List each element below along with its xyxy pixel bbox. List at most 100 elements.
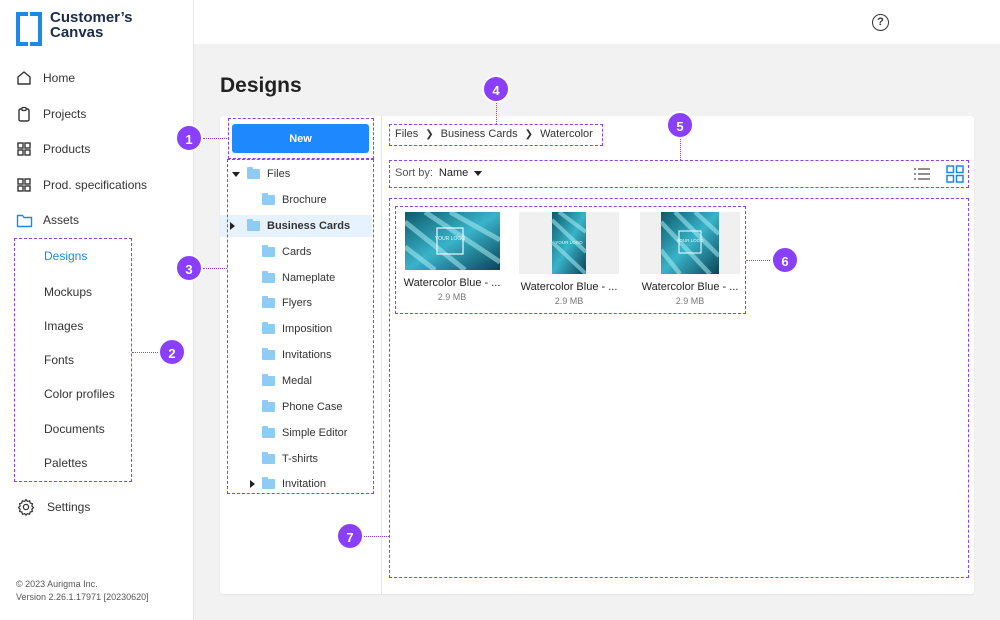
tree-label: Cards [282, 246, 312, 258]
design-thumbnail: YOUR LOGO [519, 212, 619, 274]
tree-label: T-shirts [282, 453, 319, 465]
folder-icon [262, 271, 275, 283]
page-title: Designs [220, 74, 302, 97]
footer: © 2023 Aurigma Inc. Version 2.26.1.17971… [16, 578, 149, 604]
callout-leader [680, 139, 681, 160]
file-card[interactable]: YOUR LOGO Watercolor Blue - ... 2.9 MB [397, 212, 507, 302]
nav-item-products[interactable]: Products [0, 134, 193, 164]
tree-item-selected[interactable]: Business Cards [220, 215, 372, 237]
caret-right-icon[interactable] [230, 222, 235, 230]
file-size: 2.9 MB [437, 292, 467, 302]
subnav-item-mockups[interactable]: Mockups [44, 285, 93, 299]
file-size: 2.9 MB [554, 296, 584, 306]
folder-icon [247, 167, 260, 179]
folder-icon [15, 211, 33, 229]
tree-label: Imposition [282, 323, 333, 335]
file-size: 2.9 MB [675, 296, 705, 306]
callout-badge-4: 4 [482, 75, 510, 103]
callout-region-7 [389, 198, 969, 578]
sort-dropdown[interactable]: Name [438, 167, 469, 179]
tree-label: Simple Editor [282, 427, 348, 439]
brand-logo[interactable]: Customer’s Canvas [16, 10, 150, 46]
callout-leader [132, 352, 160, 353]
version-text: Version 2.26.1.17971 [20230620] [16, 592, 149, 602]
grid-view-icon[interactable] [946, 165, 964, 183]
tree-label: Medal [282, 375, 312, 387]
callout-region-1 [228, 118, 374, 159]
brand-mark-icon [16, 12, 42, 46]
list-view-icon[interactable] [913, 166, 931, 182]
tree-item[interactable]: Invitations [262, 344, 372, 366]
help-icon[interactable]: ? [872, 14, 889, 31]
callout-leader [203, 138, 229, 139]
callout-leader [364, 536, 389, 537]
callout-leader [203, 268, 227, 269]
subnav-item-designs[interactable]: Designs [44, 249, 88, 263]
tree-item[interactable]: Brochure [262, 189, 372, 211]
home-icon [15, 69, 33, 87]
chevron-down-icon[interactable] [474, 170, 483, 176]
new-button[interactable]: New [232, 124, 369, 153]
tree-item[interactable]: Imposition [262, 318, 372, 340]
top-bar: ? [194, 0, 1000, 44]
tree-item[interactable]: Invitation [250, 473, 372, 495]
callout-region-2 [14, 238, 132, 482]
clipboard-icon [15, 105, 33, 123]
tree-item[interactable]: Simple Editor [262, 422, 372, 444]
tree-item[interactable]: Phone Case [262, 396, 372, 418]
design-thumbnail: YOUR LOGO [404, 212, 500, 270]
callout-region-4 [389, 124, 603, 146]
callout-region-5 [389, 160, 969, 188]
nav-item-assets[interactable]: Assets [0, 205, 193, 235]
tree-item[interactable]: Medal [262, 370, 372, 392]
sort-label: Sort by: [395, 167, 433, 179]
design-thumbnail: YOUR LOGO [640, 212, 740, 274]
nav-item-home[interactable]: Home [0, 63, 193, 93]
caret-right-icon[interactable] [250, 480, 255, 488]
nav-item-settings[interactable]: Settings [0, 492, 193, 522]
callout-region-6 [395, 206, 746, 314]
nav-item-prod-specifications[interactable]: Prod. specifications [0, 170, 193, 200]
callout-badge-6: 6 [771, 246, 799, 274]
subnav-item-palettes[interactable]: Palettes [44, 456, 88, 470]
subnav-item-images[interactable]: Images [44, 319, 84, 333]
gear-icon [17, 498, 35, 516]
logo-placeholder-text: YOUR LOGO [555, 240, 583, 245]
folder-icon [262, 193, 275, 205]
callout-badge-1: 1 [175, 124, 203, 152]
panel-divider [381, 116, 382, 594]
folder-icon [262, 477, 275, 489]
tree-label: Brochure [282, 194, 327, 206]
callout-badge-5: 5 [666, 111, 694, 139]
nav-item-projects[interactable]: Projects [0, 99, 193, 129]
callout-badge-3: 3 [175, 254, 203, 282]
logo-placeholder-text: YOUR LOGO [434, 236, 464, 242]
copyright-text: © 2023 Aurigma Inc. [16, 579, 98, 589]
tree-root[interactable]: Files [232, 163, 372, 185]
tree-item[interactable]: Nameplate [262, 267, 372, 289]
tree-label: Invitations [282, 349, 332, 361]
subnav-item-documents[interactable]: Documents [44, 422, 105, 436]
file-card[interactable]: YOUR LOGO Watercolor Blue - ... 2.9 MB [635, 212, 745, 306]
nav-item-label: Settings [47, 500, 91, 514]
nav-item-label: Products [43, 142, 91, 156]
sort-control: Sort by: Name [395, 167, 483, 179]
caret-down-icon[interactable] [232, 171, 240, 177]
nav-item-label: Prod. specifications [43, 178, 148, 192]
logo-placeholder-text: YOUR LOGO [676, 238, 704, 243]
callout-badge-2: 2 [158, 338, 186, 366]
subnav-item-color-profiles[interactable]: Color profiles [44, 387, 115, 401]
breadcrumb-item[interactable]: Watercolor [540, 128, 593, 140]
chevron-right-icon: ❯ [524, 128, 534, 140]
subnav-item-fonts[interactable]: Fonts [44, 353, 75, 367]
folder-icon [262, 374, 275, 386]
breadcrumb-item[interactable]: Files [395, 128, 419, 140]
callout-leader [496, 103, 497, 124]
tree-item[interactable]: Cards [262, 241, 372, 263]
file-card[interactable]: YOUR LOGO Watercolor Blue - ... 2.9 MB [514, 212, 624, 306]
folder-icon [247, 219, 260, 231]
tree-item[interactable]: Flyers [262, 292, 372, 314]
callout-badge-7: 7 [336, 522, 364, 550]
breadcrumb-item[interactable]: Business Cards [440, 128, 518, 140]
tree-item[interactable]: T-shirts [262, 448, 372, 470]
